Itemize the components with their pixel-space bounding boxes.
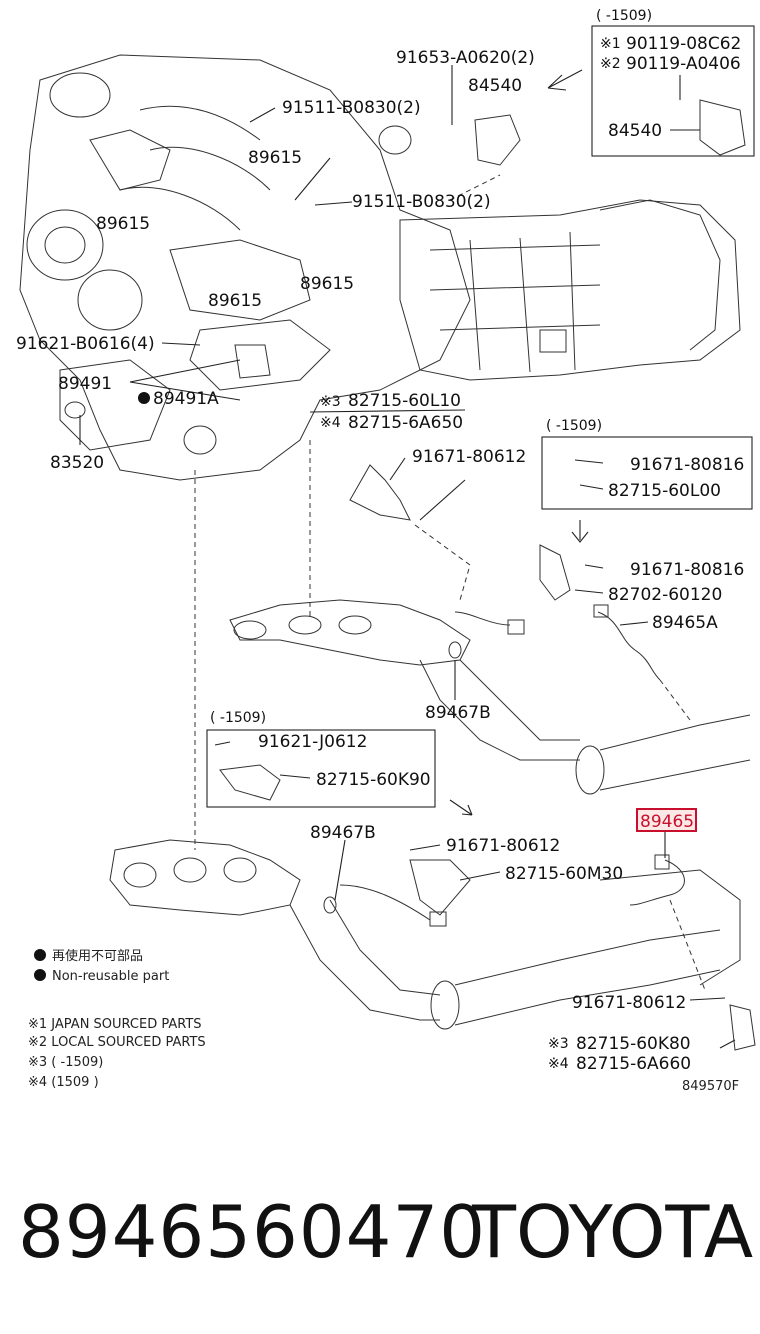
left-box-part-1[interactable]: 91621-J0612 — [258, 732, 367, 752]
part-number: 8946560470 — [18, 1190, 487, 1274]
label-82715-60L10[interactable]: 82715-60L10 — [348, 391, 461, 411]
label-89467B-a[interactable]: 89467B — [425, 703, 491, 723]
exhaust-manifold-lower — [109, 839, 741, 1030]
mark-4-lower: ※4 — [548, 1056, 569, 1072]
legend-dot-icon-1 — [34, 949, 46, 961]
top-box-part-84540[interactable]: 84540 — [608, 121, 662, 141]
diagram-code: 849570F — [682, 1079, 739, 1094]
label-89467B-b[interactable]: 89467B — [310, 823, 376, 843]
label-91671-80612-a[interactable]: 91671-80612 — [412, 447, 526, 467]
label-91671-80612-b[interactable]: 91671-80612 — [446, 836, 560, 856]
right-box-part-2[interactable]: 82715-60L00 — [608, 481, 721, 501]
label-82715-6A660[interactable]: 82715-6A660 — [576, 1054, 691, 1074]
note-1: ※1 JAPAN SOURCED PARTS — [28, 1017, 202, 1032]
note-3: ※3 ( -1509) — [28, 1055, 103, 1070]
note-4: ※4 (1509 ) — [28, 1075, 99, 1090]
label-82702-60120[interactable]: 82702-60120 — [608, 585, 722, 605]
label-82715-6A650[interactable]: 82715-6A650 — [348, 413, 463, 433]
left-box-part-2[interactable]: 82715-60K90 — [316, 770, 431, 790]
mark-4-upper: ※4 — [320, 415, 341, 431]
legend-dot-icon-2 — [34, 969, 46, 981]
label-91511-B0830-a[interactable]: 91511-B0830(2) — [282, 98, 421, 118]
label-89465A[interactable]: 89465A — [652, 613, 718, 633]
part-labels: 91653-A0620(2) 84540 91511-B0830(2) 8961… — [16, 48, 744, 1094]
sensor-89467B-lower-drawing — [323, 884, 447, 927]
label-89615-d[interactable]: 89615 — [300, 274, 354, 294]
right-box-part-1[interactable]: 91671-80816 — [630, 455, 744, 475]
legend: 再使用不可部品 Non-reusable part — [34, 948, 169, 984]
highlight-box — [636, 808, 697, 832]
parts-diagram: ( -1509) ※1 90119-08C62 ※2 90119-A0406 8… — [16, 8, 756, 1094]
label-91671-80816-b[interactable]: 91671-80816 — [630, 560, 744, 580]
legend-text-en: Non-reusable part — [52, 969, 169, 984]
right-box-range: ( -1509) — [546, 418, 602, 434]
label-89491[interactable]: 89491 — [58, 374, 112, 394]
notes: ※1 JAPAN SOURCED PARTS ※2 LOCAL SOURCED … — [28, 1017, 206, 1090]
legend-text-jp: 再使用不可部品 — [52, 948, 143, 964]
top-box-mark-2: ※2 — [600, 56, 621, 72]
engine-drawing — [19, 54, 471, 481]
label-82715-60M30[interactable]: 82715-60M30 — [505, 864, 623, 884]
label-84540[interactable]: 84540 — [468, 76, 522, 96]
label-91511-B0830-b[interactable]: 91511-B0830(2) — [352, 192, 491, 212]
sensor-89465A-drawing — [593, 604, 661, 681]
top-right-box: ( -1509) ※1 90119-08C62 ※2 90119-A0406 8… — [591, 8, 755, 157]
mark-3-lower: ※3 — [548, 1036, 569, 1052]
exhaust-manifold-upper — [229, 599, 751, 795]
transmission-drawing — [399, 199, 741, 381]
label-89465-highlighted[interactable]: 89465 — [640, 812, 694, 832]
right-box: ( -1509) 91671-80816 82715-60L00 — [541, 418, 753, 510]
label-89615-b[interactable]: 89615 — [96, 214, 150, 234]
leader-lines — [79, 65, 736, 1049]
top-box-part-2[interactable]: 90119-A0406 — [626, 54, 741, 74]
label-91653-A0620[interactable]: 91653-A0620(2) — [396, 48, 535, 68]
label-89491A[interactable]: 89491A — [153, 389, 219, 409]
top-box-range: ( -1509) — [596, 8, 652, 24]
sensor-89465-drawing — [629, 854, 685, 906]
mark-3-upper: ※3 — [320, 394, 341, 410]
note-2: ※2 LOCAL SOURCED PARTS — [28, 1035, 206, 1050]
sensor-89467B-upper-drawing — [448, 611, 525, 659]
bracket-drawings — [64, 99, 756, 1051]
label-83520[interactable]: 83520 — [50, 453, 104, 473]
dashed-lines — [194, 174, 706, 991]
left-box-range: ( -1509) — [210, 710, 266, 726]
brand-name: TOYOTA — [472, 1190, 754, 1274]
footer: 8946560470 TOYOTA — [0, 1180, 760, 1290]
top-box-mark-1: ※1 — [600, 36, 621, 52]
label-82715-60K80[interactable]: 82715-60K80 — [576, 1034, 691, 1054]
top-box-part-1[interactable]: 90119-08C62 — [626, 34, 741, 54]
non-reusable-mark-icon — [138, 392, 150, 404]
label-91671-80612-c[interactable]: 91671-80612 — [572, 993, 686, 1013]
left-box: ( -1509) 91621-J0612 82715-60K90 — [206, 710, 436, 808]
label-89615-a[interactable]: 89615 — [248, 148, 302, 168]
label-89615-c[interactable]: 89615 — [208, 291, 262, 311]
label-91621-B0616[interactable]: 91621-B0616(4) — [16, 334, 155, 354]
